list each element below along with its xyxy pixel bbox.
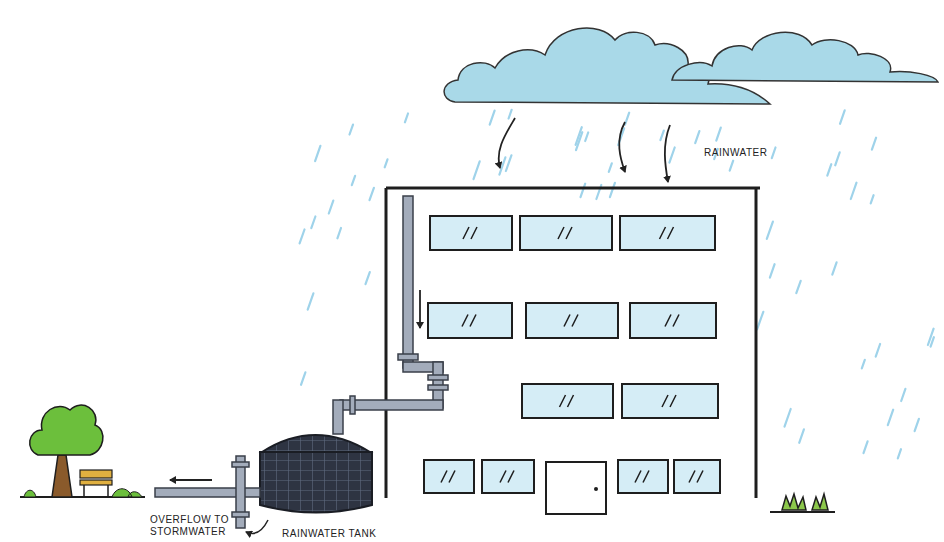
window-glare [441,471,455,483]
rain-streak [827,164,831,175]
rain-streak [862,360,865,369]
rain-streak [799,429,804,443]
rain-streak [385,159,388,167]
rain-streak [506,155,512,171]
window [482,460,534,493]
rain-streak [757,312,763,330]
rain-streak [772,148,776,159]
window [526,303,618,338]
window-glare [500,471,514,483]
rain-arrows [499,118,670,182]
rain-streak [695,131,699,143]
window [522,384,613,418]
window [674,460,720,493]
park [20,405,145,497]
rain-streak [730,161,734,171]
text-label: OVERFLOW TO STORMWATER [150,514,230,538]
rainwater-tank [260,435,372,513]
window [620,216,715,250]
window [630,303,716,338]
rain-streak [509,110,512,119]
rain-streak [474,161,480,179]
rain-streak [610,183,615,197]
downpipe [333,196,448,434]
rain-streak [609,163,612,172]
rain-streak [931,337,934,347]
rain-streak [337,228,341,238]
rain-streak [898,449,901,458]
window [618,460,668,493]
rain-streak [785,409,791,427]
rain-streak [301,372,305,385]
rain-streak [625,113,629,125]
window-glare [463,227,477,239]
window-glare [560,395,574,407]
rain-streak [300,230,305,244]
rain-streak [832,262,836,274]
rain-streak [405,114,408,123]
clouds [444,28,938,104]
rain-streak [767,222,773,239]
rain-streak [851,183,857,199]
rain-streak [915,419,919,431]
rain-streak [350,125,354,135]
window-glare [564,315,578,327]
rain-streak [576,127,582,145]
rain-streak [669,148,674,163]
window-glare [462,315,476,327]
door [546,462,606,514]
window [424,460,474,493]
rain-streak [581,184,586,198]
rain-streaks [300,110,934,459]
grass [782,494,828,510]
window-glare [662,395,676,407]
rain-streak [835,152,840,165]
rain-streak [370,188,374,200]
window [430,216,512,250]
rain-streak [329,201,334,214]
text-label: RAINWATER TANK [282,528,392,540]
rain-streak [840,110,845,123]
windows [424,216,720,493]
window [428,303,512,338]
rain-streak [315,146,320,161]
rain-streak [888,410,893,426]
rain-streak [901,389,905,401]
ground [770,511,835,513]
rain-streak [490,111,495,125]
rain-streak [352,176,355,185]
rain-streak [311,217,315,229]
rain-streak [585,133,588,142]
overflow-arrow [170,479,212,481]
building [386,188,760,498]
rain-streak [876,344,880,357]
window-glare [689,471,703,483]
rain-streak [308,293,314,309]
overflow-arrow-down [246,520,268,534]
window-glare [635,471,649,483]
door-knob [594,487,598,491]
rain-streak [872,138,876,150]
window [520,216,612,250]
text-label: RAINWATER [704,147,794,159]
window [622,384,718,418]
window-glare [665,315,679,327]
flow-arrow [419,290,421,328]
rain-streak [716,128,721,141]
rain-streak [366,272,370,284]
window-glare [558,227,572,239]
rain-streak [871,195,874,203]
rain-streak [770,264,775,278]
rain-streak [796,281,800,293]
window-glare [660,227,674,239]
rain-streak [864,441,868,453]
rain-streak [660,131,663,141]
